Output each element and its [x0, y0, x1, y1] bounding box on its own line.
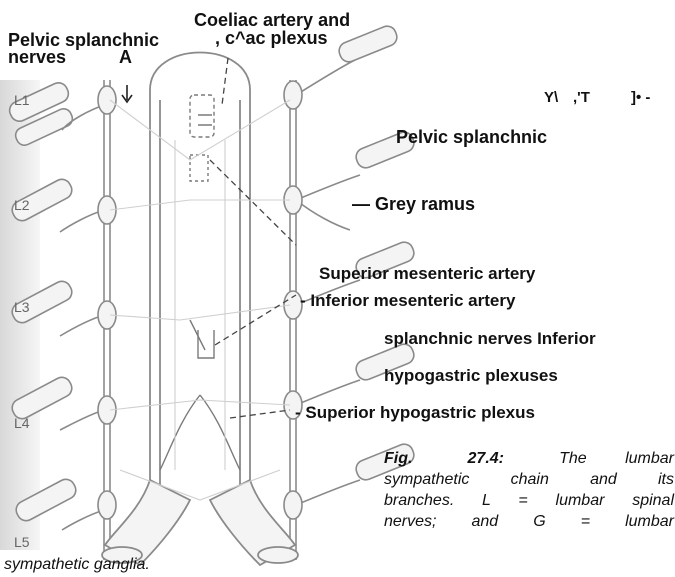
caption-line-2: sympathetic chain and its [384, 469, 674, 490]
label-superior-hypogastric-plexus: - Superior hypogastric plexus [295, 404, 535, 422]
caption-line-3: branches. L = lumbar spinal [384, 490, 674, 511]
label-garbled-2: ,'T [573, 90, 590, 106]
label-garbled-3: ]• - [631, 90, 650, 106]
segment-label: L3 [14, 299, 30, 315]
segment-label: L2 [14, 197, 30, 213]
label-grey-ramus: — Grey ramus [352, 195, 475, 214]
caption-fig-label: Fig. [384, 448, 412, 469]
label-a: A [119, 48, 132, 67]
visceral-branches [160, 95, 240, 470]
caption-line-4: nerves; and G = lumbar [384, 511, 674, 532]
label-superior-mesenteric-artery: Superior mesenteric artery [319, 265, 535, 283]
figure-caption: Fig. 27.4: The lumbar sympathetic chain … [384, 448, 674, 532]
caption-fig-number: 27.4: [468, 448, 504, 469]
caption-line-1: Fig. 27.4: The lumbar [384, 448, 674, 469]
label-hypogastric-plexuses: hypogastric plexuses [384, 367, 558, 385]
label-pelvic-splanchnic-right: Pelvic splanchnic [396, 128, 547, 147]
label-garbled-1: Y\ [544, 90, 558, 106]
label-splanchnic-inferior: splanchnic nerves Inferior [384, 330, 596, 348]
left-ganglia [98, 86, 116, 519]
label-inferior-mesenteric-artery: - Inferior mesenteric artery [300, 292, 515, 310]
label-nerves-left: nerves [8, 48, 66, 67]
segment-label: L1 [14, 92, 30, 108]
caption-line-1-rest: The lumbar [559, 448, 674, 469]
iliac-arteries [102, 480, 298, 565]
segment-label: L4 [14, 415, 30, 431]
label-coeliac-2: , c^ac plexus [215, 29, 328, 48]
aorta [150, 53, 250, 521]
leader-lines [210, 58, 296, 418]
caption-line-5: sympathetic ganglia. [4, 554, 150, 575]
plexus-fibers [110, 100, 290, 500]
segment-label: L5 [14, 534, 30, 550]
arrow-a [122, 85, 132, 102]
